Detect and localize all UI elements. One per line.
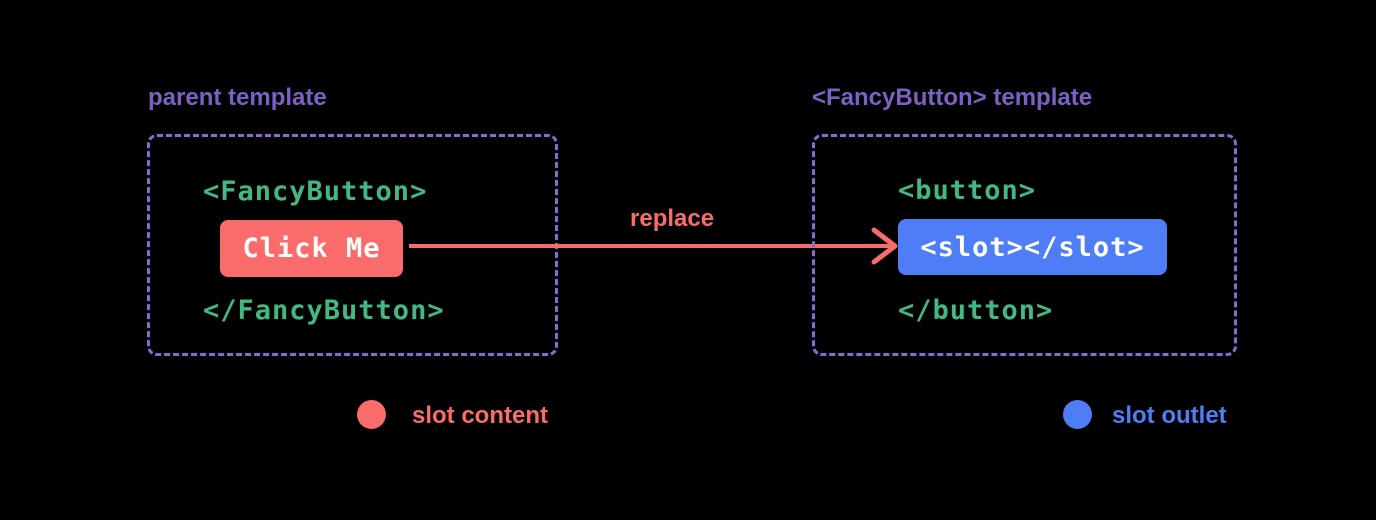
button-close-tag: </button>	[898, 295, 1054, 326]
slot-outlet-legend-label: slot outlet	[1112, 402, 1227, 429]
slot-content-legend-label: slot content	[412, 402, 548, 429]
replace-arrow-label: replace	[630, 205, 715, 232]
slot-content-button-label: Click Me	[242, 233, 381, 264]
fancybutton-template-box	[812, 134, 1237, 356]
slot-content-legend-dot	[357, 400, 386, 429]
slot-content-button: Click Me	[220, 220, 403, 277]
parent-template-label: parent template	[148, 84, 327, 111]
button-open-tag: <button>	[898, 175, 1037, 206]
fancybutton-template-label: <FancyButton> template	[812, 84, 1093, 111]
slot-outlet-box: <slot></slot>	[898, 219, 1167, 275]
slot-outlet-box-label: <slot></slot>	[920, 231, 1145, 263]
slot-outlet-legend-dot	[1063, 400, 1092, 429]
fancybutton-open-tag: <FancyButton>	[203, 176, 428, 207]
replace-arrow	[409, 227, 898, 265]
fancybutton-close-tag: </FancyButton>	[203, 295, 445, 326]
